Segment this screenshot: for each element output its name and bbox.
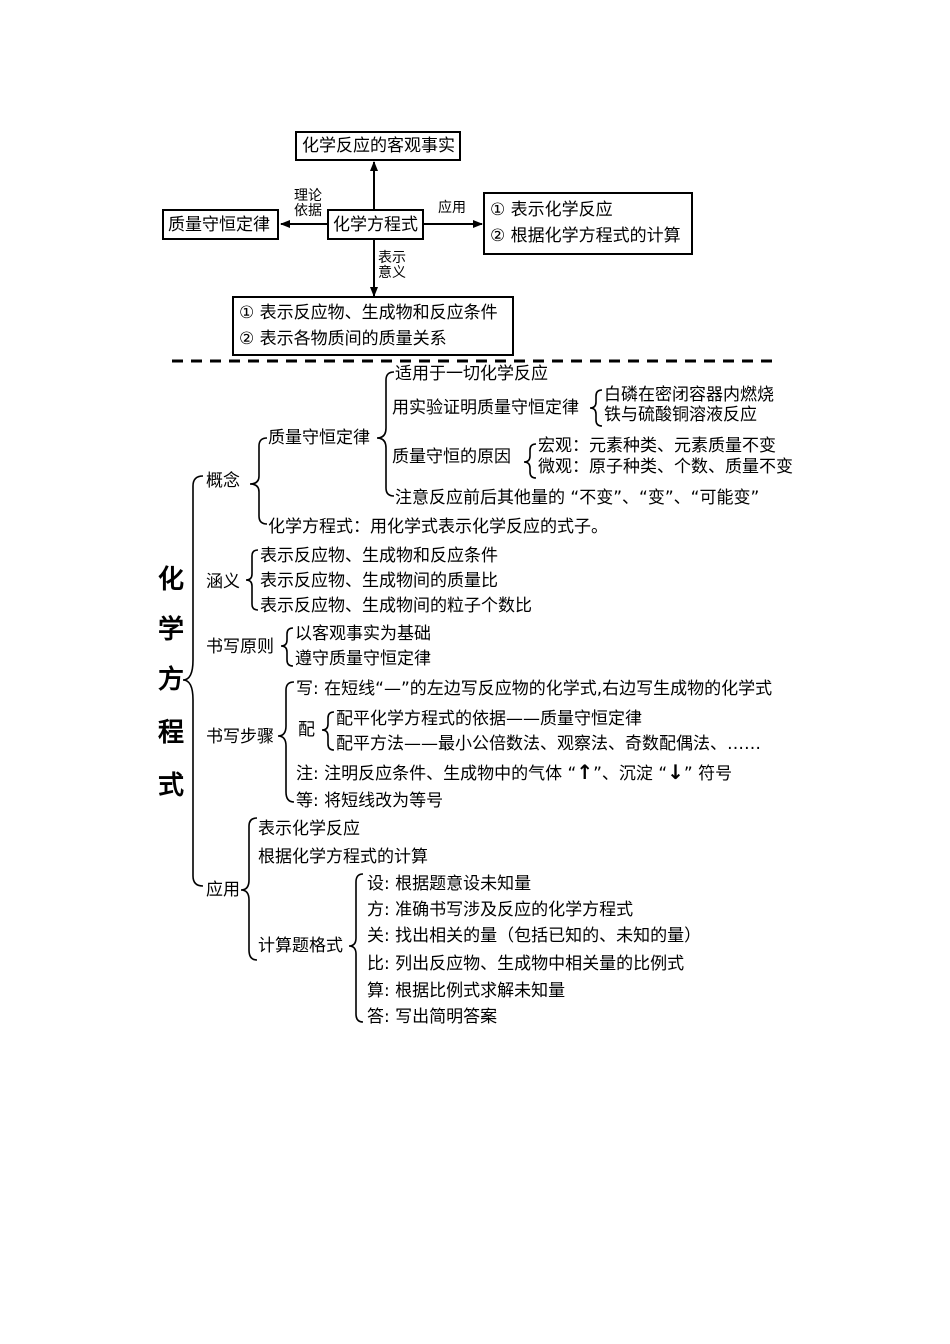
- meaning-line-2: 表示反应物、生成物间的质量比: [260, 571, 498, 591]
- scope-text: 适用于一切化学反应: [395, 364, 548, 384]
- step-balance-label: 配: [298, 720, 315, 740]
- brace-balance: [321, 711, 335, 751]
- brace-reason: [523, 443, 537, 479]
- brace-root: [182, 475, 204, 887]
- brace-concept: [249, 437, 268, 525]
- format-item-1: 设: 根据题意设未知量: [367, 874, 532, 894]
- reason-item-2: 微观：原子种类、个数、质量不变: [538, 457, 793, 477]
- conservation-law-text: 质量守恒定律: [168, 215, 270, 235]
- meaning-item-1: ① 表示反应物、生成物和反应条件: [239, 303, 498, 323]
- meaning-arrow-label-line1: 表示: [378, 250, 406, 266]
- brace-conservation: [376, 371, 395, 497]
- objective-facts-box: 化学反应的客观事实: [295, 131, 461, 161]
- brace-experiment: [589, 389, 603, 427]
- format-item-5: 算: 根据比例式求解未知量: [367, 981, 566, 1001]
- meaning-label: 涵义: [206, 572, 240, 592]
- principle-item-1: 以客观事实为基础: [295, 624, 431, 644]
- reason-item-1: 宏观：元素种类、元素质量不变: [538, 436, 776, 456]
- note-text: 注意反应前后其他量的 “不变”、“变”、“可能变”: [395, 488, 760, 508]
- balance-item-2: 配平方法——最小公倍数法、观察法、奇数配偶法、……: [336, 734, 761, 754]
- experiment-label: 用实验证明质量守恒定律: [392, 398, 579, 418]
- objective-facts-text: 化学反应的客观事实: [302, 136, 455, 156]
- format-item-2: 方: 准确书写涉及反应的化学方程式: [367, 900, 634, 920]
- theory-basis-line1: 理论: [294, 188, 322, 204]
- steps-label: 书写步骤: [206, 727, 274, 747]
- meaning-line-1: 表示反应物、生成物和反应条件: [260, 546, 498, 566]
- down-arrow-icon: ↓: [667, 760, 684, 784]
- root-char-3: 方: [158, 665, 185, 695]
- reason-label: 质量守恒的原因: [392, 447, 511, 467]
- equation-definition: 化学方程式：用化学式表示化学反应的式子。: [268, 517, 608, 537]
- brace-application: [240, 817, 258, 961]
- format-label: 计算题格式: [258, 936, 343, 956]
- root-char-5: 式: [158, 771, 185, 801]
- meaning-arrow-label-line2: 意义: [378, 265, 406, 281]
- application-tree-item-2: 根据化学方程式的计算: [258, 847, 428, 867]
- step-note-part-b: ”、沉淀 “: [593, 764, 668, 784]
- applications-box: ① 表示化学反应 ② 根据化学方程式的计算: [483, 192, 693, 255]
- brace-steps: [277, 681, 295, 803]
- root-char-2: 学: [158, 615, 185, 645]
- experiment-item-1: 白磷在密闭容器内燃烧: [604, 385, 774, 405]
- brace-meaning: [245, 549, 259, 611]
- principle-item-2: 遵守质量守恒定律: [295, 649, 431, 669]
- step-note-part-a: 注: 注明反应条件、生成物中的气体 “: [296, 764, 577, 784]
- application-label: 应用: [206, 880, 240, 900]
- root-char-1: 化: [158, 565, 185, 595]
- format-item-6: 答: 写出简明答案: [367, 1007, 498, 1027]
- principles-label: 书写原则: [206, 637, 274, 657]
- format-item-4: 比: 列出反应物、生成物中相关量的比例式: [367, 954, 685, 974]
- conservation-label: 质量守恒定律: [268, 428, 370, 448]
- step-equal: 等: 将短线改为等号: [296, 791, 444, 811]
- root-char-4: 程: [158, 718, 185, 748]
- balance-item-1: 配平化学方程式的依据——质量守恒定律: [336, 709, 642, 729]
- step-note-part-c: ” 符号: [683, 764, 733, 784]
- conservation-law-box: 质量守恒定律: [162, 209, 279, 240]
- up-arrow-icon: ↑: [576, 760, 594, 784]
- concept-label: 概念: [206, 471, 240, 491]
- equation-text: 化学方程式: [333, 215, 418, 235]
- experiment-item-2: 铁与硫酸铜溶液反应: [604, 405, 757, 425]
- application-arrow-label: 应用: [438, 200, 466, 216]
- application-item-1: ① 表示化学反应: [490, 200, 613, 220]
- brace-format: [348, 873, 364, 1023]
- application-item-2: ② 根据化学方程式的计算: [490, 226, 681, 246]
- theory-basis-line2: 依据: [294, 203, 322, 219]
- meanings-box: ① 表示反应物、生成物和反应条件 ② 表示各物质间的质量关系: [232, 296, 514, 356]
- format-item-3: 关: 找出相关的量（包括已知的、未知的量）: [367, 926, 702, 946]
- application-tree-item-1: 表示化学反应: [258, 819, 360, 839]
- meaning-item-2: ② 表示各物质间的质量关系: [239, 329, 447, 349]
- step-note: 注: 注明反应条件、生成物中的气体 “↑”、沉淀 “↓” 符号: [296, 762, 732, 784]
- meaning-line-3: 表示反应物、生成物间的粒子个数比: [260, 596, 532, 616]
- step-write: 写: 在短线“—”的左边写反应物的化学式,右边写生成物的化学式: [296, 679, 773, 699]
- brace-principles: [280, 627, 294, 667]
- equation-box: 化学方程式: [327, 209, 424, 240]
